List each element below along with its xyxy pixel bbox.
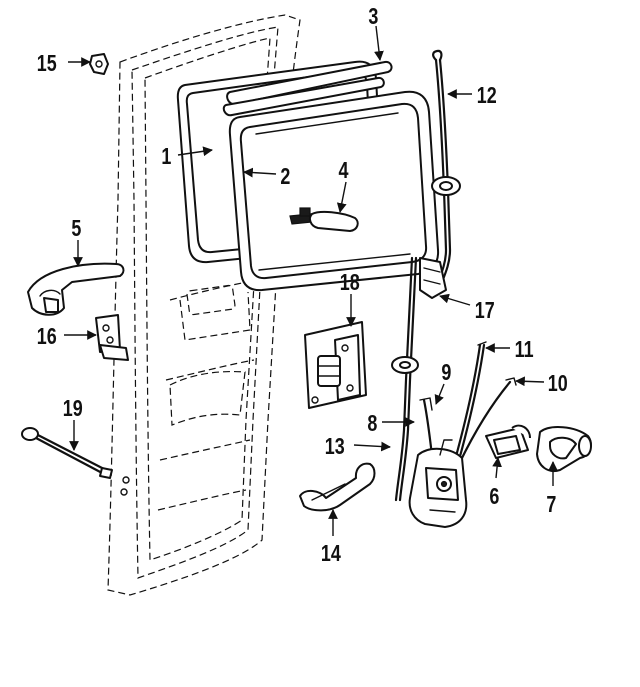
rod-part-11 [453, 341, 487, 462]
pull-handle-part-14 [299, 462, 376, 512]
callout-5: 5 [71, 216, 81, 242]
callout-18: 18 [340, 270, 360, 296]
callout-12: 12 [477, 83, 497, 109]
door-latch-part-13 [408, 439, 468, 528]
callout-3: 3 [368, 4, 378, 30]
rod-part-19 [21, 427, 113, 479]
rod-part-9 [419, 397, 434, 457]
callout-6: 6 [489, 484, 499, 510]
lower-rod-part-8 [391, 256, 419, 502]
callout-16: 16 [37, 324, 57, 350]
callout-10: 10 [548, 371, 568, 397]
callout-labels: 15 1 2 3 4 5 6 7 8 9 10 11 12 13 14 16 1… [37, 4, 568, 567]
hinge-part-18 [304, 321, 367, 409]
glass-frame-part-2 [228, 90, 440, 292]
clip-part-15 [89, 53, 109, 75]
callout-17: 17 [475, 298, 495, 324]
weatherstrip-part-3 [222, 60, 393, 117]
callout-15: 15 [37, 51, 57, 77]
callout-1: 1 [161, 144, 171, 170]
callout-7: 7 [546, 492, 556, 518]
callout-8: 8 [367, 411, 377, 437]
rod-connector-part-17 [419, 257, 447, 299]
handle-cup-part-7 [536, 426, 592, 472]
bracket-part-16 [95, 314, 129, 361]
striker-part-6 [485, 424, 531, 459]
window-latch-part-4 [289, 207, 359, 232]
callout-4: 4 [338, 158, 348, 184]
callout-9: 9 [441, 360, 451, 386]
callout-13: 13 [325, 434, 345, 460]
handle-part-5 [27, 262, 125, 316]
callout-11: 11 [515, 337, 534, 363]
callout-14: 14 [321, 541, 341, 567]
door-panel [107, 14, 301, 596]
callout-19: 19 [63, 396, 83, 422]
callout-2: 2 [280, 164, 290, 190]
leader-lines [64, 25, 558, 536]
